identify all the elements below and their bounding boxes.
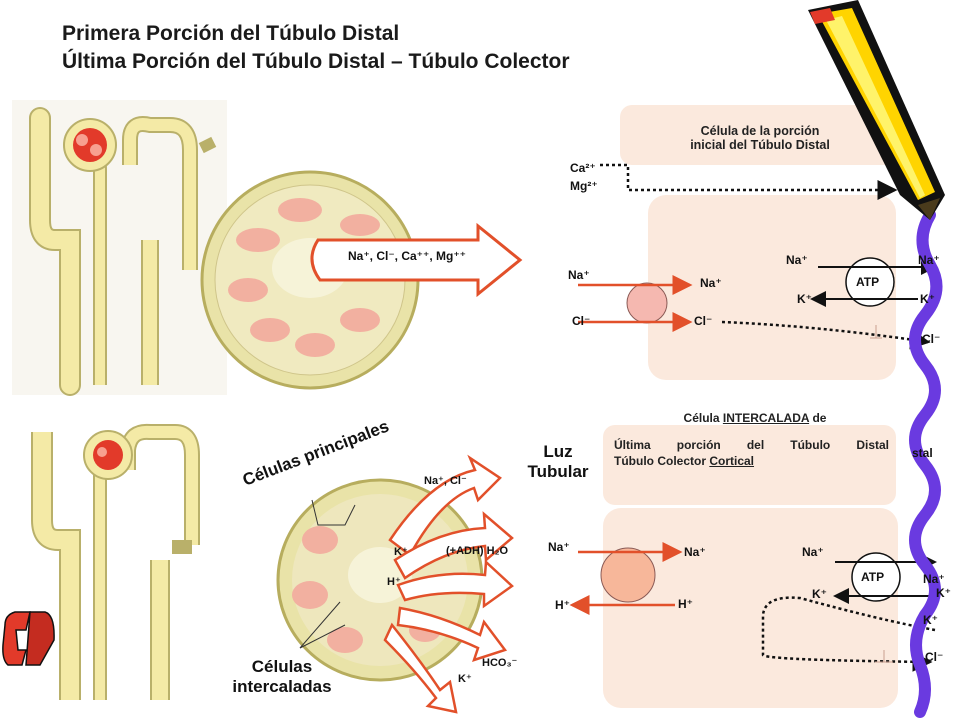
partial-caption-text: stal	[912, 446, 933, 460]
intercalated-cell	[603, 508, 898, 708]
intercalated-label-line-2: intercaladas	[232, 677, 332, 696]
luz-tubular-line-1: Luz	[543, 442, 573, 461]
cs2-arrow-label-h: H⁺	[387, 576, 401, 588]
cell-bottom-caption-line-2-underlined: Cortical	[709, 454, 755, 468]
ion-k-pump-in-bottom: K⁺	[812, 587, 827, 601]
intercalated-cells-pointer-1	[299, 601, 341, 649]
intercalated-cells-pointer-2	[299, 624, 346, 649]
ion-cl-lumen-top: Cl⁻	[572, 314, 591, 328]
ion-h-cell-bottom: H⁺	[678, 597, 693, 611]
cs2-arrow-label-k2: K⁺	[458, 673, 472, 685]
purple-wave-border	[909, 209, 943, 718]
cell-top-caption: Célula de la porción inicial del Túbulo …	[660, 124, 860, 152]
ion-na-lumen-bottom: Na⁺	[548, 540, 570, 554]
intercalated-cells-label: Células intercaladas	[212, 657, 352, 697]
cell-diagram-top	[578, 105, 937, 380]
nephron-diagram-1	[12, 100, 227, 396]
ion-cl-blood-bottom: Cl⁻	[925, 650, 944, 664]
intercalated-label-line-1: Células	[251, 657, 313, 676]
cell-bottom-caption-line-2-prefix: Túbulo Colector	[614, 454, 710, 468]
na-cl-cotransporter	[626, 282, 668, 324]
ion-na-pump-in-top: Na⁺	[786, 253, 808, 267]
apical-cell-top	[620, 105, 896, 165]
k-recycle-arrow	[761, 596, 936, 672]
cross-section-1-arrow-label: Na⁺, Cl⁻, Ca⁺⁺, Mg⁺⁺	[348, 249, 467, 263]
principal-cells-pointer	[311, 499, 356, 526]
cs2-arrow-label-adh-h2o: (+ADH) H₂O	[446, 545, 509, 557]
ion-cl-cell-top: Cl⁻	[694, 314, 713, 328]
ion-na-cell-bottom: Na⁺	[684, 545, 706, 559]
cell-diagram-bottom	[569, 425, 937, 708]
red-corner-shape-2	[25, 611, 55, 666]
ion-cl-blood-top: Cl⁻	[922, 332, 941, 346]
cell-top-caption-line-1: Célula de la porción	[700, 124, 820, 138]
nephron-diagram-2	[31, 423, 200, 700]
cell-bottom-caption: Última porción del Túbulo Distal Túbulo …	[614, 437, 889, 469]
atp-label-top: ATP	[856, 275, 880, 289]
cell-bottom-caption-underlined: INTERCALADA	[722, 411, 810, 425]
title-line-2: Última Porción del Túbulo Distal – Túbul…	[62, 50, 570, 73]
ion-h-lumen-bottom: H⁺	[555, 598, 570, 612]
ion-na-blood-bottom: Na⁺	[923, 572, 945, 586]
cs2-arrow-label-k: K⁺	[394, 546, 408, 558]
tubule-cross-section-1	[200, 170, 523, 390]
na-k-atpase-pump-bottom	[851, 552, 901, 602]
ion-mg-label: Mg²⁺	[570, 179, 598, 193]
cs2-arrow-label-hco3: HCO₃⁻	[482, 657, 518, 669]
na-k-atpase-pump	[845, 257, 895, 307]
cell-bottom-caption-line-1: Última porción del Túbulo Distal	[614, 438, 889, 452]
cs2-arrow-label-na-cl: Na⁺, Cl⁻	[424, 475, 467, 487]
cell-bottom-caption-prefix: Célula	[683, 411, 723, 425]
title-line-1: Primera Porción del Túbulo Distal	[62, 22, 400, 45]
ion-na-lumen-top: Na⁺	[568, 268, 590, 282]
cell-top-caption-line-2: inicial del Túbulo Distal	[690, 138, 830, 152]
pencil-icon	[808, 0, 945, 220]
ion-na-pump-in-bottom: Na⁺	[802, 545, 824, 559]
ion-k-blood-bottom-2: K⁺	[923, 613, 938, 627]
ion-na-cell-top: Na⁺	[700, 276, 722, 290]
na-h-exchanger	[600, 547, 656, 603]
ion-na-blood-top: Na⁺	[918, 253, 940, 267]
distal-cell-top	[648, 195, 896, 380]
atp-label-bottom: ATP	[861, 570, 885, 584]
luz-tubular-line-2: Tubular	[527, 462, 589, 481]
ion-ca-label: Ca²⁺	[570, 161, 596, 175]
ca-mg-transport-arrow	[600, 163, 898, 200]
cell-bottom-caption-top: Célula INTERCALADA de	[640, 411, 870, 425]
tubule-cross-section-2	[276, 454, 514, 714]
ion-k-blood-bottom: K⁺	[936, 586, 951, 600]
ion-k-blood-top: K⁺	[920, 292, 935, 306]
ion-k-pump-in-top: K⁺	[797, 292, 812, 306]
luz-tubular-label: Luz Tubular	[518, 442, 598, 482]
red-corner-shape-1	[2, 611, 31, 666]
cell-bottom-caption-suffix: de	[809, 411, 827, 425]
apical-cell-bottom	[603, 425, 896, 505]
cl-basolateral-arrow	[721, 320, 931, 350]
